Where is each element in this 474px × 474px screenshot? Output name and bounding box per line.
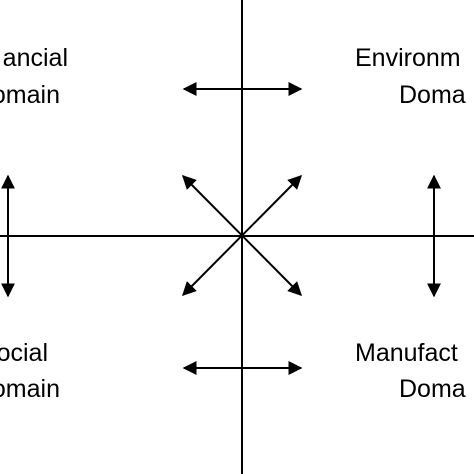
bottom-left-label-line2: omain: [0, 375, 60, 403]
bottom-right-label-line1: Manufact: [355, 339, 458, 367]
diagonal-double-arrow-ascending: [182, 175, 302, 296]
top-right-label-line2: Doma: [399, 81, 466, 109]
bottom-right-label-line2: Doma: [399, 375, 466, 403]
top-left-label-line2: omain: [0, 81, 60, 109]
bottom-left-label-line1: ocial: [0, 339, 48, 367]
top-left-label-line1: ancial: [3, 44, 68, 72]
top-right-label-line1: Environm: [355, 44, 461, 72]
